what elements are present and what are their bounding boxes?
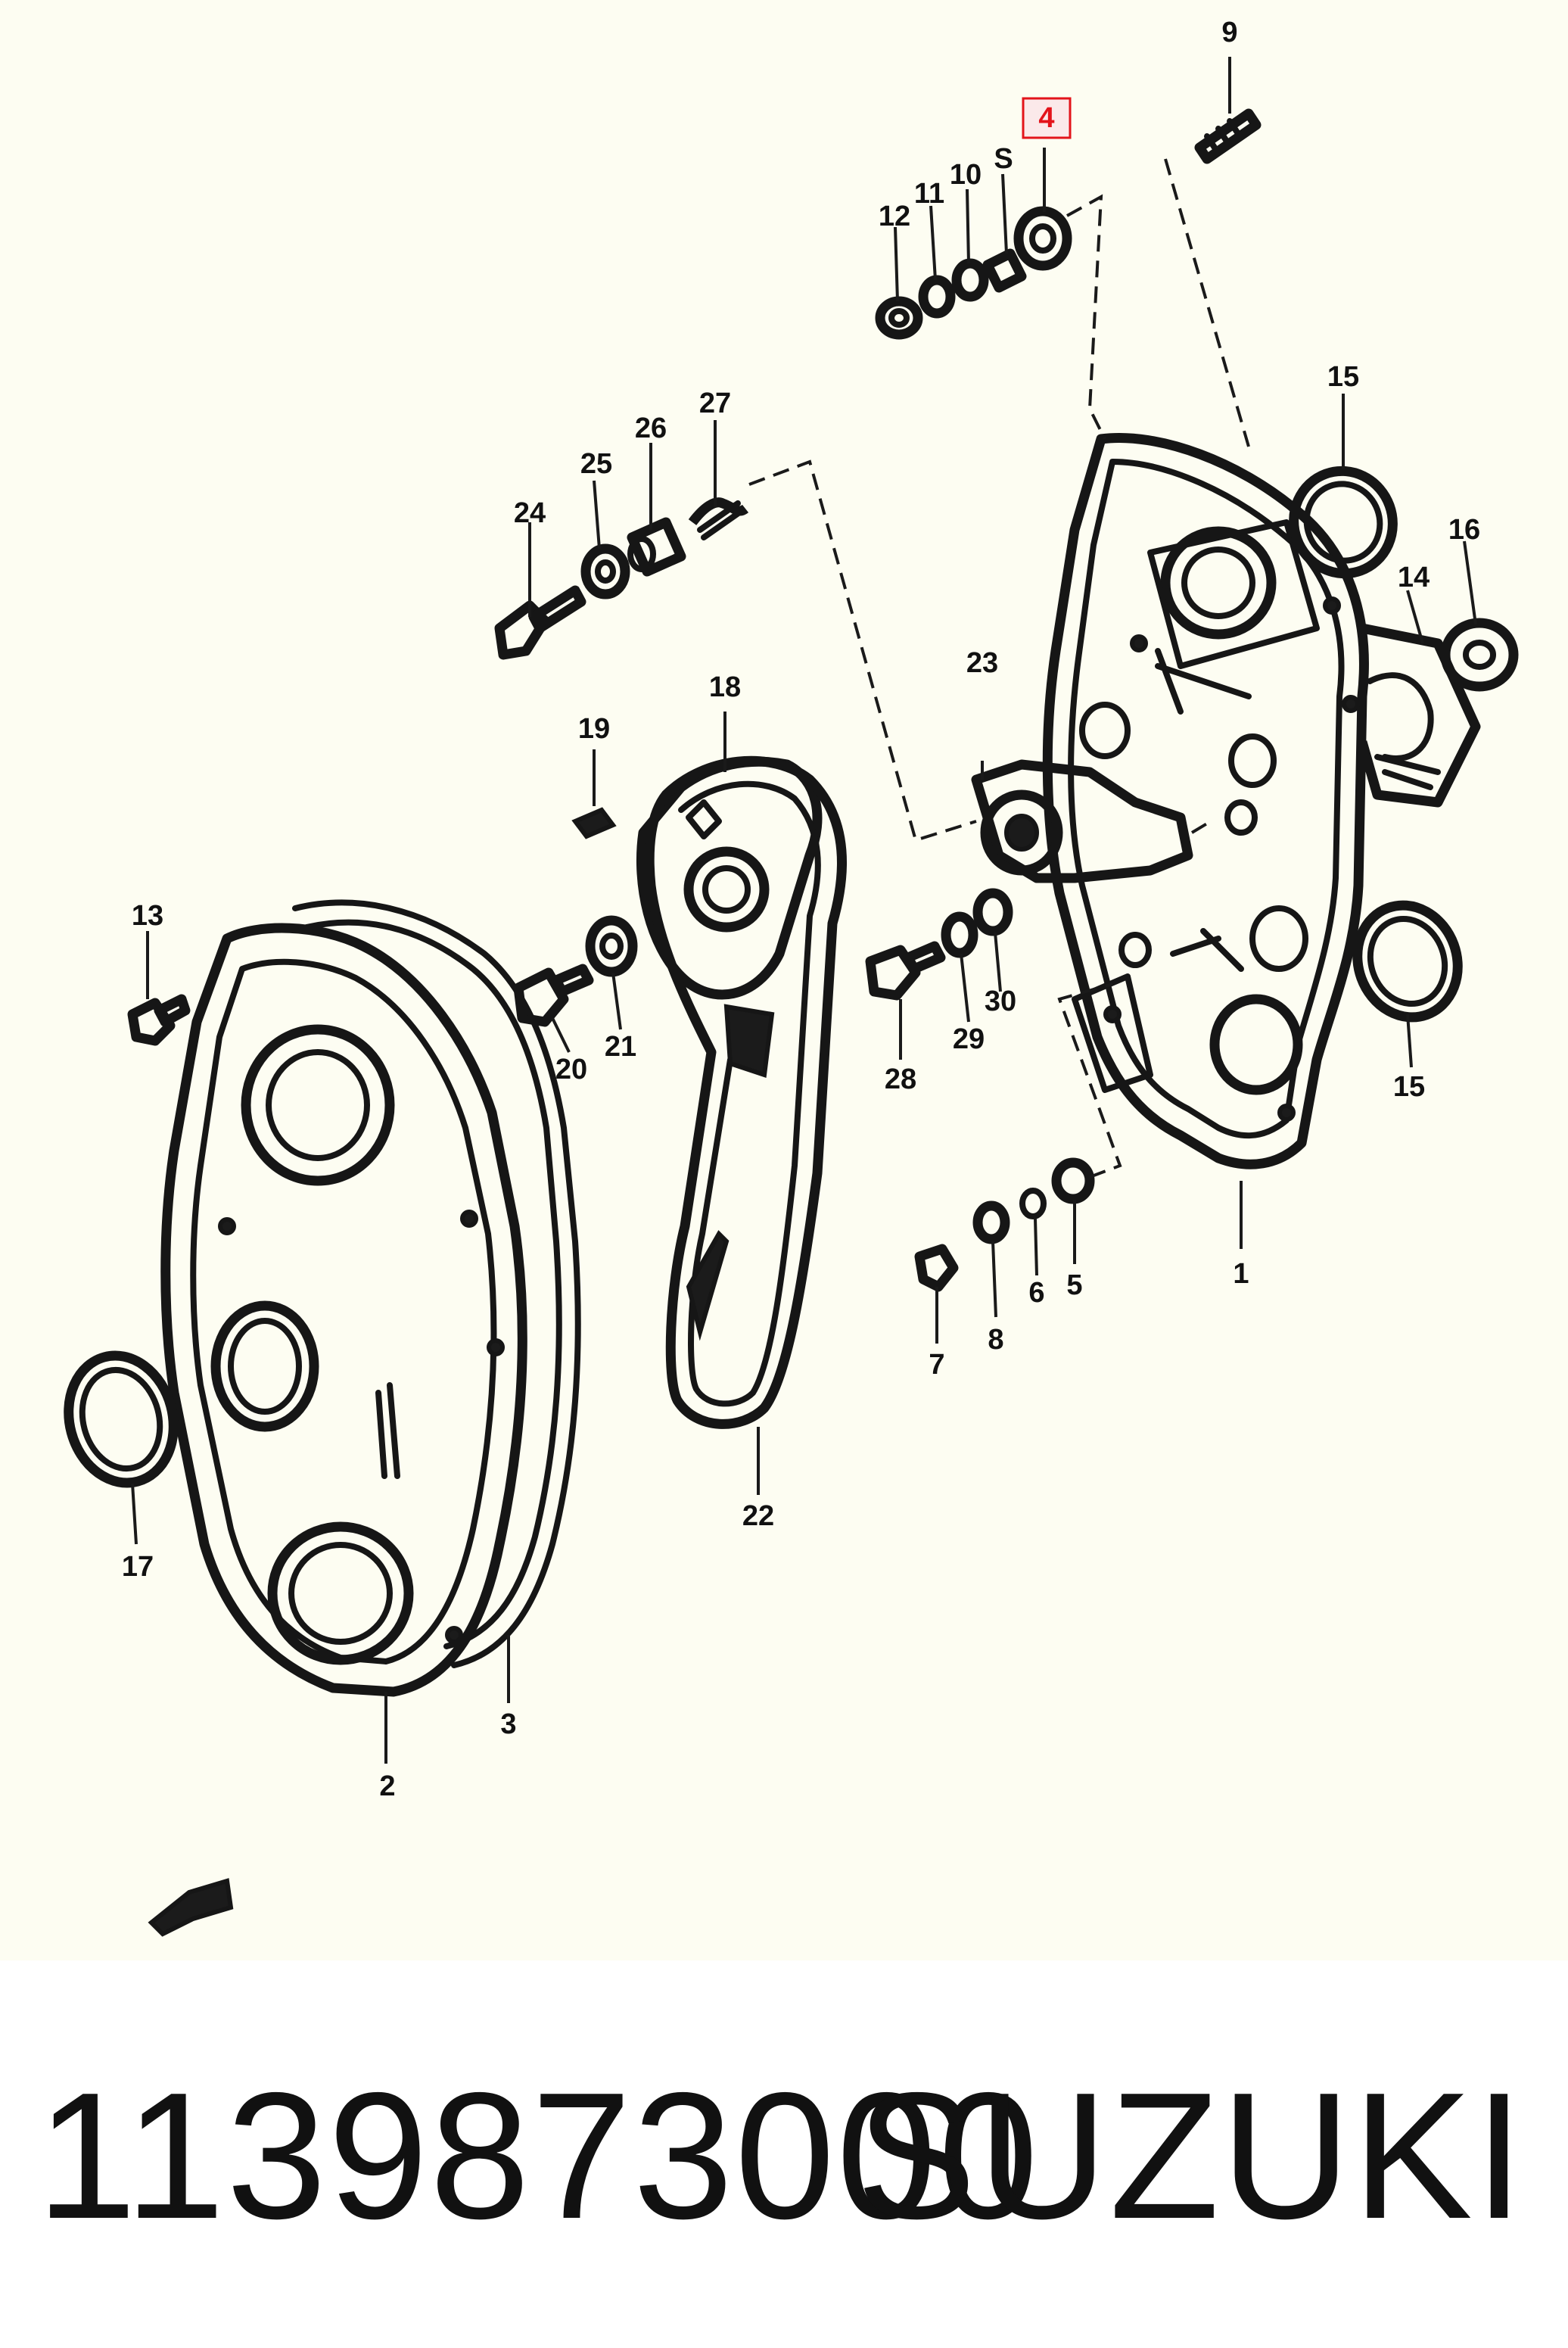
exploded-parts-diagram: 1 2 3 4 5 6 7 8 9 10 11 12 13 14 15 15 1… (0, 0, 1568, 1960)
part-17-seal (64, 1350, 179, 1488)
part-23-tensioner (971, 759, 1193, 883)
callout-24: 24 (514, 497, 546, 529)
part-1-back-plate (1042, 432, 1369, 1169)
callout-10: 10 (950, 159, 982, 191)
part-10-washer (951, 258, 989, 302)
part-21-washer (585, 915, 638, 977)
diagram-drawing: 1 2 3 4 5 6 7 8 9 10 11 12 13 14 15 15 1… (64, 17, 1519, 1937)
callout-8: 8 (988, 1324, 1003, 1356)
callout-19: 19 (578, 713, 610, 745)
part-19-key (571, 807, 617, 839)
callout-22: 22 (742, 1500, 774, 1532)
callout-7: 7 (929, 1349, 944, 1381)
part-15-seal-lower (1352, 900, 1463, 1023)
part-8-washer (972, 1200, 1010, 1244)
part-26-sleeve (627, 517, 686, 577)
callout-leader-lines (131, 57, 1477, 1764)
callout-6: 6 (1028, 1277, 1044, 1309)
assembly-leader-lines (748, 158, 1250, 1179)
callout-11: 11 (914, 178, 944, 210)
part-27-spring (688, 497, 749, 540)
callout-14: 14 (1398, 562, 1430, 593)
callout-27: 27 (699, 388, 731, 419)
part-9-stud (1194, 108, 1262, 164)
callout-28: 28 (885, 1063, 916, 1095)
callout-9: 9 (1221, 17, 1237, 48)
callout-17: 17 (122, 1551, 154, 1583)
front-arrow-icon (148, 1878, 234, 1937)
callout-s: S (994, 143, 1013, 175)
part-28-bolt (865, 941, 946, 1001)
part-12-nut (875, 296, 923, 340)
callout-1: 1 (1233, 1258, 1249, 1290)
callout-4: 4 (1038, 102, 1054, 134)
callout-16: 16 (1448, 514, 1480, 546)
part-16-washer (1440, 618, 1519, 692)
callout-15b: 15 (1393, 1071, 1425, 1103)
product-caption: 1139873000 SUZUKI (0, 2044, 1568, 2271)
callout-30: 30 (985, 986, 1016, 1017)
part-11-washer (918, 275, 956, 319)
part-number: 1139873000 (36, 2056, 1040, 2256)
callout-2: 2 (379, 1770, 395, 1802)
callout-29: 29 (953, 1023, 985, 1055)
part-4-bushing (1013, 206, 1072, 271)
callout-5: 5 (1066, 1269, 1082, 1301)
part-5-nut (1051, 1157, 1095, 1204)
part-6-spring-washer (1019, 1188, 1047, 1219)
callout-26: 26 (635, 413, 667, 444)
callout-21: 21 (605, 1031, 636, 1063)
part-7-bolt (914, 1244, 959, 1292)
highlight-box (1022, 97, 1072, 139)
part-24-bolt (494, 585, 586, 660)
part-2-outer-cover (160, 923, 527, 1697)
callout-15a: 15 (1327, 361, 1359, 393)
part-20-bolt (513, 964, 594, 1027)
part-s-spacer (982, 248, 1027, 293)
part-25-washer (580, 543, 630, 599)
part-30-washer (972, 888, 1013, 936)
callout-23: 23 (966, 647, 998, 679)
part-13-bolt (127, 994, 191, 1046)
callout-labels: 1 2 3 4 5 6 7 8 9 10 11 12 13 14 15 15 1… (122, 17, 1480, 1802)
part-3-gasket (292, 899, 581, 1668)
part-22-timing-belt (644, 755, 847, 1429)
callout-20: 20 (555, 1054, 587, 1085)
brand-name: SUZUKI (856, 2056, 1526, 2256)
callout-18: 18 (709, 671, 741, 703)
callout-12: 12 (879, 201, 910, 232)
part-15-seal-upper (1289, 466, 1398, 579)
callout-13: 13 (132, 900, 163, 932)
part-14-bracket (1357, 623, 1481, 808)
callout-3: 3 (500, 1708, 516, 1740)
part-29-washer (941, 911, 978, 958)
callout-25: 25 (580, 448, 612, 480)
